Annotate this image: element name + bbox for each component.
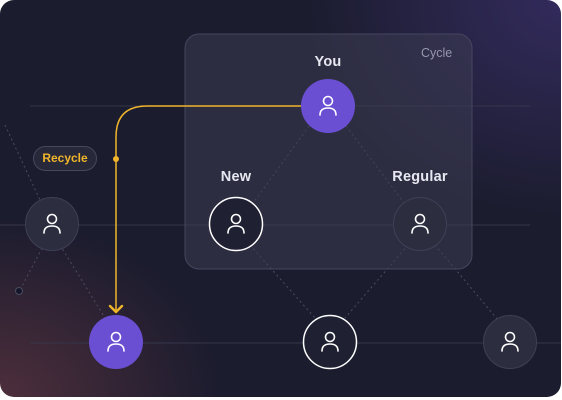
node-label-new: New <box>220 169 252 185</box>
connector-edge-leftmid <box>4 124 41 201</box>
terminal-dot <box>15 287 23 295</box>
cycle-group-label: Cycle <box>421 46 453 60</box>
node-left-mid[interactable] <box>25 197 79 251</box>
node-you[interactable] <box>301 79 355 133</box>
connector-leftmid-bottomleft <box>59 244 106 319</box>
recycle-path <box>108 105 302 314</box>
user-icon <box>227 213 245 234</box>
user-icon <box>43 213 61 234</box>
node-bottom-right[interactable] <box>483 315 537 369</box>
user-icon <box>107 331 125 352</box>
recycle-path-dot <box>113 156 119 162</box>
user-icon <box>411 213 429 234</box>
user-icon <box>501 331 519 352</box>
node-bottom-mid[interactable] <box>302 314 358 370</box>
node-label-regular: Regular <box>392 169 448 185</box>
recycle-tag[interactable]: Recycle <box>33 146 97 171</box>
node-regular[interactable] <box>393 197 447 251</box>
connector-leftmid-dot <box>19 247 43 291</box>
node-bottom-left[interactable] <box>89 315 143 369</box>
user-icon <box>319 95 337 116</box>
node-label-you: You <box>314 54 342 70</box>
node-new[interactable] <box>208 196 264 252</box>
user-icon <box>321 331 339 352</box>
